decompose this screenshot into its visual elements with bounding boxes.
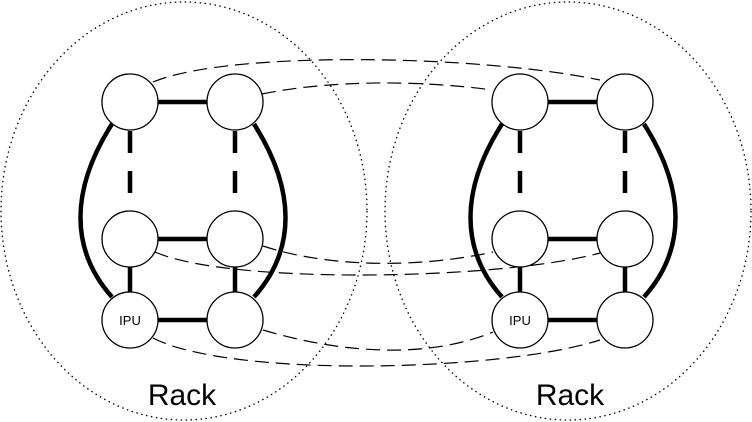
rack-label-right: Rack [536,379,605,412]
link-mid-a [154,251,601,276]
ipu-node [596,73,654,131]
inter-rack-links [152,59,601,367]
link-top-b [261,82,493,95]
ipu-node [101,73,159,131]
ipu-node [491,73,549,131]
ipu-node [491,291,549,349]
ipu-node [206,73,264,131]
link-top-a [152,59,601,83]
ipu-node [101,291,159,349]
rack-right-nodes: IPU [491,73,654,349]
ipu-node [491,210,549,268]
ipu-node [596,291,654,349]
ipu-node [206,210,264,268]
rack-left-links [78,99,288,323]
ipu-label: IPU [119,313,141,328]
link-mid-b [262,245,494,264]
rack-left-nodes: IPU [101,73,264,349]
link-bot-a [152,337,601,367]
rack-label-left: Rack [148,379,217,412]
ipu-label: IPU [509,313,531,328]
link-bot-b [262,329,494,351]
ipu-node [101,210,159,268]
ipu-node [596,210,654,268]
rack-boundary-right [384,1,752,421]
rack-boundary-left [0,1,368,421]
rack-right-links [468,99,678,323]
ipu-node [206,291,264,349]
